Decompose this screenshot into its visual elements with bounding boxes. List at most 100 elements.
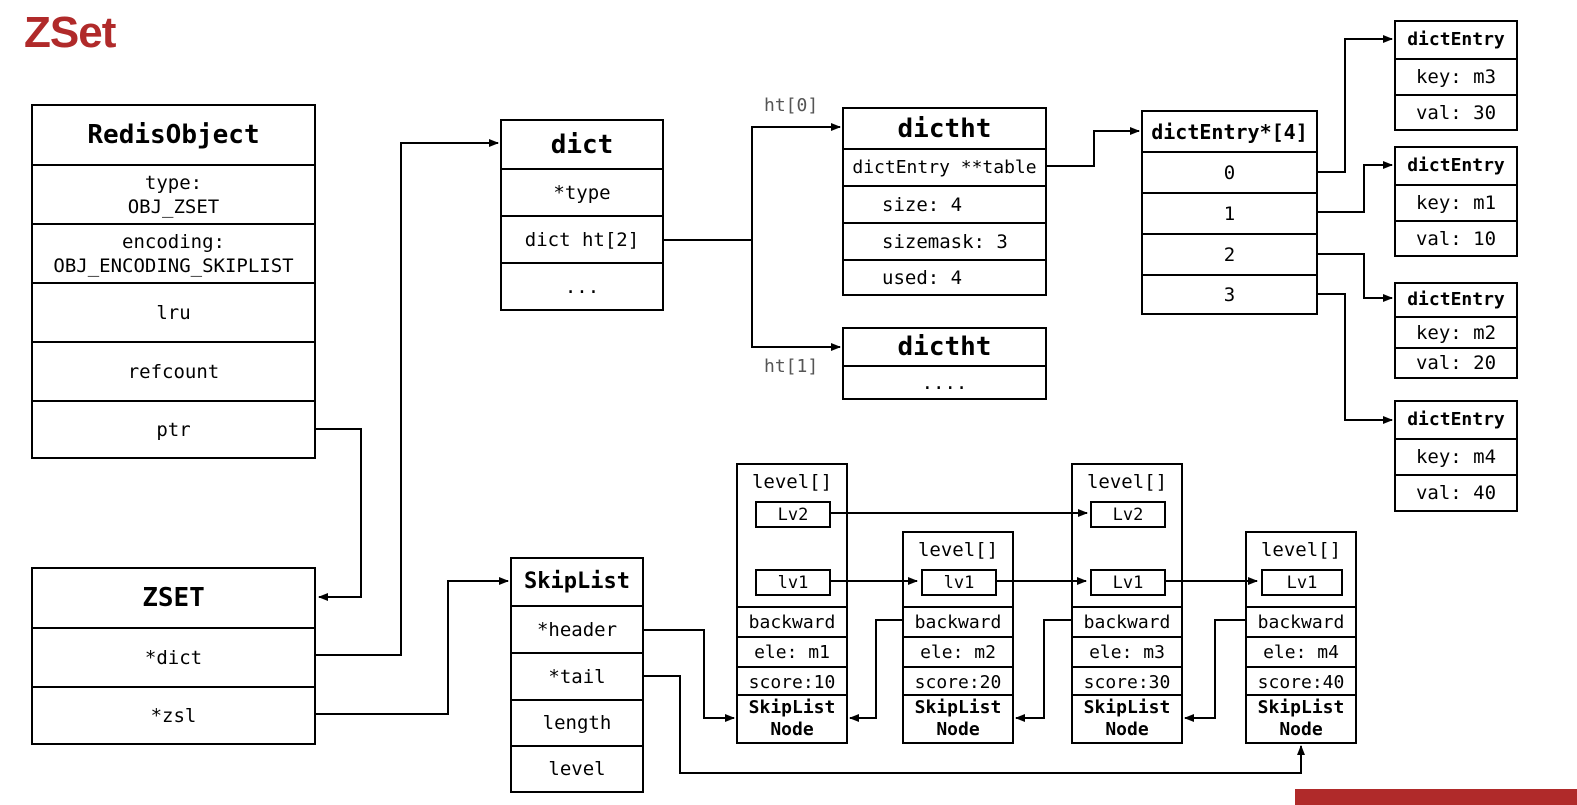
dict-entry-m2: dictEntry key: m2 val: 20 (1394, 282, 1518, 379)
level-2-pointer: Lv2 (755, 501, 831, 528)
dict-entry-m1: dictEntry key: m1 val: 10 (1394, 146, 1518, 257)
dict-ellipsis: ... (564, 275, 600, 298)
node-ele: ele: m2 (904, 636, 1012, 666)
zset-header: ZSET (33, 569, 314, 629)
dictht-1-header: dictht (844, 329, 1045, 367)
zset-zsl-field: *zsl (150, 704, 197, 727)
skiplist-node-m1: level[] Lv2 lv1 backward ele: m1 score:1… (736, 463, 848, 744)
skiplist-node-m4: level[] Lv1 backward ele: m4 score:40 Sk… (1245, 531, 1357, 744)
node-backward: backward (738, 606, 846, 636)
redis-object-refcount: refcount (33, 343, 314, 402)
dict-entry-val: val: 20 (1415, 352, 1497, 374)
dict-entry-header: dictEntry (1396, 402, 1516, 440)
ht1-label: ht[1] (764, 356, 819, 377)
redis-object-encoding: encoding: OBJ_ENCODING_SKIPLIST (33, 225, 314, 284)
node-score: score:10 (738, 666, 846, 696)
dictht-0-table: dictEntry **table (844, 150, 1045, 187)
arrow-ht0 (751, 123, 841, 240)
skiplist-length: length (512, 701, 642, 747)
dict-box: dict *type dict ht[2] ... (500, 119, 664, 311)
dict-entry-header: dictEntry (1396, 148, 1516, 186)
dict-entry-val: val: 10 (1415, 227, 1497, 250)
arrow-bucket-2 (1318, 253, 1393, 302)
dict-header: dict (502, 121, 662, 170)
arrow-zset-dict-to-dict (316, 139, 499, 656)
node-ele: ele: m3 (1073, 636, 1181, 666)
corner-banner (1295, 789, 1577, 805)
dict-entry-array-box: dictEntry*[4] 0 1 2 3 (1141, 110, 1318, 315)
level-array-label: level[] (1086, 471, 1168, 493)
arrow-bucket-3 (1318, 293, 1393, 424)
dict-entry-header: dictEntry (1396, 284, 1516, 318)
dictht-0-sizemask: sizemask: 3 (844, 224, 1045, 261)
redis-object-ptr: ptr (156, 418, 191, 441)
level-1-pointer: lv1 (755, 569, 831, 596)
dictht-1-ellipsis: .... (921, 371, 968, 394)
skiplist-header-ptr: *header (512, 607, 642, 654)
arrow-backward-m2 (849, 619, 902, 722)
node-backward: backward (1073, 606, 1181, 636)
dict-entry-key: key: m1 (1396, 186, 1516, 222)
dictht-1-box: dictht .... (842, 327, 1047, 400)
skiplist-tail-ptr: *tail (512, 654, 642, 701)
dict-ht-field: dict ht[2] (502, 217, 662, 264)
arrow-backward-m3 (1015, 619, 1071, 722)
node-score: score:30 (1073, 666, 1181, 696)
level-2-pointer: Lv2 (1090, 501, 1166, 528)
bucket-2: 2 (1143, 235, 1316, 276)
skiplist-header: SkipList (512, 559, 642, 607)
arrow-header-to-first-node (644, 629, 735, 722)
node-type-label: SkipList Node (738, 694, 846, 742)
redis-object-lru: lru (33, 284, 314, 343)
bucket-0: 0 (1143, 153, 1316, 194)
redis-object-header: RedisObject (33, 106, 314, 166)
level-array-label: level[] (917, 539, 999, 561)
node-backward: backward (904, 606, 1012, 636)
dict-entry-array-header: dictEntry*[4] (1143, 112, 1316, 153)
level-array-label: level[] (751, 471, 833, 493)
dictht-0-header: dictht (844, 109, 1045, 150)
skiplist-box: SkipList *header *tail length level (510, 557, 644, 793)
bucket-1: 1 (1143, 194, 1316, 235)
node-type-label: SkipList Node (904, 694, 1012, 742)
arrow-ptr-to-zset (316, 428, 362, 601)
dict-entry-key: key: m3 (1396, 60, 1516, 96)
ht0-label: ht[0] (764, 95, 819, 116)
redis-object-type: type: OBJ_ZSET (33, 166, 314, 225)
bucket-3: 3 (1223, 283, 1236, 306)
arrow-bucket-1 (1318, 161, 1393, 213)
skiplist-level: level (548, 758, 606, 780)
level-array-label: level[] (1260, 539, 1342, 561)
zset-dict-field: *dict (33, 629, 314, 688)
level-1-pointer: Lv1 (1090, 569, 1166, 596)
node-ele: ele: m1 (738, 636, 846, 666)
dictht-0-used: used: 4 (882, 266, 963, 289)
dictht-0-size: size: 4 (844, 187, 1045, 224)
level-1-pointer: lv1 (921, 569, 997, 596)
node-ele: ele: m4 (1247, 636, 1355, 666)
redis-object-box: RedisObject type: OBJ_ZSET encoding: OBJ… (31, 104, 316, 459)
skiplist-node-m3: level[] Lv2 Lv1 backward ele: m3 score:3… (1071, 463, 1183, 744)
page-title: ZSet (24, 8, 116, 57)
node-type-label: SkipList Node (1247, 694, 1355, 742)
arrow-bucket-0 (1318, 35, 1393, 173)
dict-entry-header: dictEntry (1396, 22, 1516, 60)
dict-entry-key: key: m2 (1396, 318, 1516, 349)
dict-entry-m4: dictEntry key: m4 val: 40 (1394, 400, 1518, 512)
zset-box: ZSET *dict *zsl (31, 567, 316, 745)
dict-entry-m3: dictEntry key: m3 val: 30 (1394, 20, 1518, 131)
dict-entry-key: key: m4 (1396, 440, 1516, 476)
arrow-table-to-buckets (1047, 127, 1140, 167)
skiplist-node-m2: level[] lv1 backward ele: m2 score:20 Sk… (902, 531, 1014, 744)
node-backward: backward (1247, 606, 1355, 636)
dictht-0-box: dictht dictEntry **table size: 4 sizemas… (842, 107, 1047, 296)
node-score: score:20 (904, 666, 1012, 696)
dict-entry-val: val: 40 (1415, 482, 1497, 504)
level-1-pointer: Lv1 (1261, 569, 1343, 596)
arrow-backward-m4 (1184, 619, 1245, 722)
arrow-ht1 (751, 240, 841, 351)
arrow-zset-zsl-to-skiplist (316, 577, 509, 715)
node-score: score:40 (1247, 666, 1355, 696)
dict-type-field: *type (502, 170, 662, 217)
dict-entry-val: val: 30 (1415, 101, 1497, 124)
